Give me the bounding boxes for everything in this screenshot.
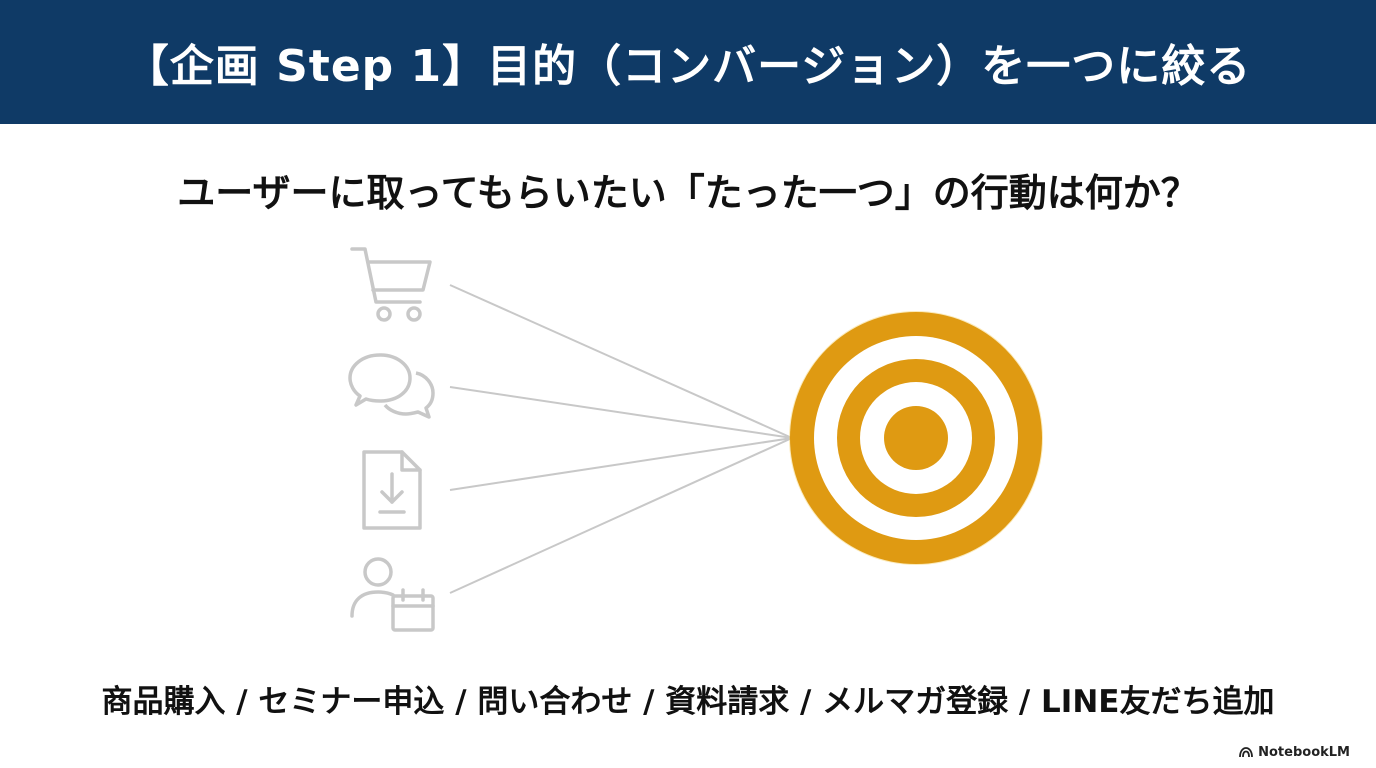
brand-watermark: NotebookLM [1239, 745, 1350, 760]
document-download-icon [362, 450, 422, 530]
person-calendar-icon [350, 557, 435, 632]
page-title: 【企画 Step 1】目的（コンバージョン）を一つに絞る [124, 41, 1252, 92]
cart-icon [350, 247, 432, 322]
question-subtitle: ユーザーに取ってもらいたい「たった一つ」の行動は何か？ [177, 171, 1199, 215]
brand-label: NotebookLM [1258, 745, 1350, 760]
header-bar: 【企画 Step 1】目的（コンバージョン）を一つに絞る [0, 0, 1376, 124]
notebooklm-icon [1239, 747, 1254, 758]
connector-line-chat [449, 386, 793, 439]
connector-line-cart [449, 284, 793, 439]
chat-bubbles-icon [348, 353, 435, 419]
target-icon [789, 311, 1043, 565]
connector-line-document [449, 437, 793, 491]
connector-line-person [449, 437, 793, 594]
conversion-examples-list: 商品購入 / セミナー申込 / 問い合わせ / 資料請求 / メルマガ登録 / … [101, 684, 1275, 720]
